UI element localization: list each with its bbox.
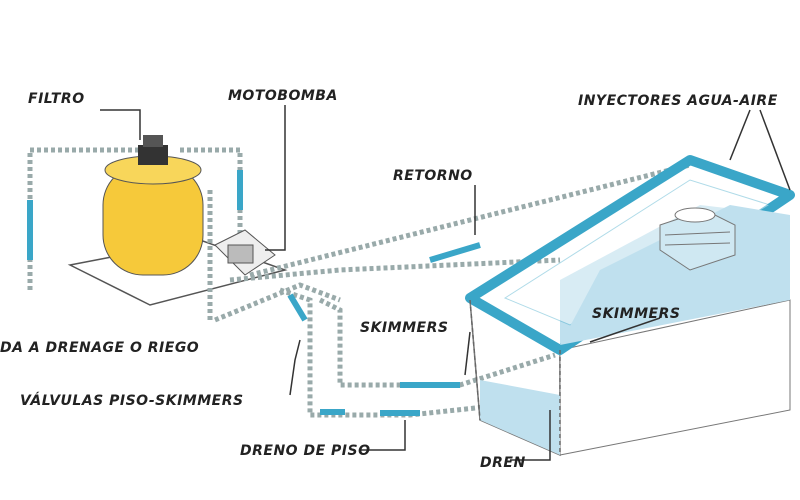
label-inyectores: INYECTORES AGUA-AIRE (578, 93, 778, 109)
pool (465, 155, 795, 457)
label-salida-drenaje: DA A DRENAGE O RIEGO (0, 340, 199, 356)
label-skimmers-pool: SKIMMERS (592, 306, 680, 322)
label-valvulas: VÁLVULAS PISO-SKIMMERS (20, 392, 244, 409)
label-dreno-piso: DRENO DE PISO (240, 443, 370, 459)
label-skimmers-pipe: SKIMMERS (360, 320, 448, 336)
label-retorno: RETORNO (393, 168, 473, 184)
filter-tank (102, 135, 204, 276)
return-line (249, 162, 691, 278)
leader-lines (100, 105, 791, 461)
label-filtro: FILTRO (28, 91, 85, 107)
filter-pipes (27, 147, 341, 323)
skimmer-drain-lines (229, 257, 561, 418)
label-dren: DREN (480, 455, 526, 471)
label-motobomba: MOTOBOMBA (228, 88, 338, 104)
motor-pump (214, 229, 276, 276)
